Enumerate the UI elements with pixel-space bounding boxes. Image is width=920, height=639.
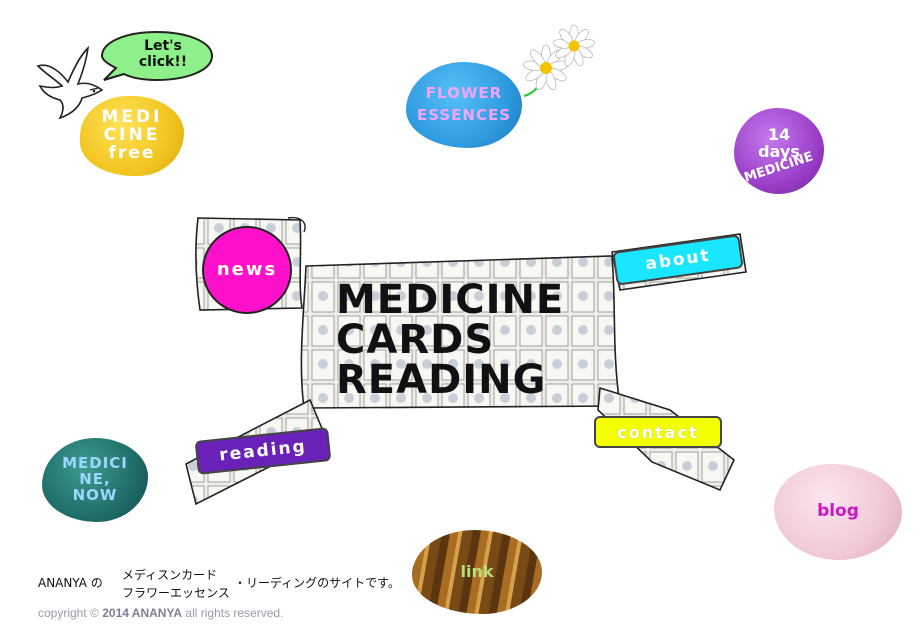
speech-bubble-text: Let's click!!	[118, 38, 208, 70]
flower-essences-stone[interactable]: FLOWER ESSENCES	[406, 62, 522, 148]
14-days-medicine-label: 14 days MEDICINE	[743, 125, 816, 186]
copyright: copyright © 2014 ANANYA all rights reser…	[38, 606, 283, 620]
daisy-flowers-illustration	[522, 24, 596, 97]
footer-tail: ・リーディングのサイトです。	[234, 576, 400, 590]
medicine-free-line-1: MEDI	[101, 107, 163, 128]
footer-item-1: メディスンカード	[122, 568, 218, 582]
flower-essences-label: FLOWER ESSENCES	[416, 84, 512, 124]
dove-illustration	[36, 45, 104, 120]
medicine-now-line-2: NE,	[79, 470, 111, 489]
about-label: about	[644, 245, 712, 275]
link-label: link	[460, 561, 494, 581]
flower-essences-line-1: FLOWER	[425, 84, 503, 103]
title-line-1: MEDICINE	[336, 277, 565, 323]
medicine-free-stone[interactable]: MEDI CINE free	[80, 96, 184, 176]
footer-brand: ANANYA の	[38, 576, 103, 590]
contact-button[interactable]: contact	[594, 416, 722, 448]
14-days-medicine-stone[interactable]: 14 days MEDICINE	[734, 108, 824, 194]
news-button[interactable]: news	[202, 226, 292, 314]
title-line-2: CARDS	[336, 317, 495, 363]
medicine-free-line-3: free	[108, 142, 156, 163]
link-stone[interactable]: link	[412, 530, 542, 614]
copyright-suffix: all rights reserved.	[185, 606, 284, 620]
page-title: MEDICINE CARDS READING	[336, 280, 596, 400]
14-days-line-1: 14	[767, 125, 791, 145]
title-line-3: READING	[336, 357, 547, 403]
medicine-now-label: MEDICI NE, NOW	[62, 456, 128, 503]
copyright-prefix: copyright ©	[38, 606, 99, 620]
medicine-now-line-1: MEDICI	[62, 454, 128, 473]
bubble-line-2: click!!	[138, 54, 188, 70]
bubble-line-1: Let's	[144, 38, 182, 54]
flower-essences-line-2: ESSENCES	[416, 106, 512, 124]
copyright-year-name: 2014 ANANYA	[102, 606, 183, 620]
medicine-now-stone[interactable]: MEDICI NE, NOW	[42, 438, 148, 522]
reading-label: reading	[218, 436, 308, 466]
blog-label: blog	[817, 501, 859, 522]
medicine-now-line-3: NOW	[72, 485, 118, 504]
medicine-free-line-2: CINE	[103, 125, 161, 146]
speech-bubble	[100, 30, 214, 82]
contact-label: contact	[617, 422, 699, 442]
footer-item-2: フラワーエッセンス	[122, 586, 230, 600]
blog-stone[interactable]: blog	[774, 464, 902, 560]
news-label: news	[216, 258, 278, 280]
14-days-line-2: days	[758, 142, 800, 162]
medicine-free-label: MEDI CINE free	[101, 107, 163, 163]
